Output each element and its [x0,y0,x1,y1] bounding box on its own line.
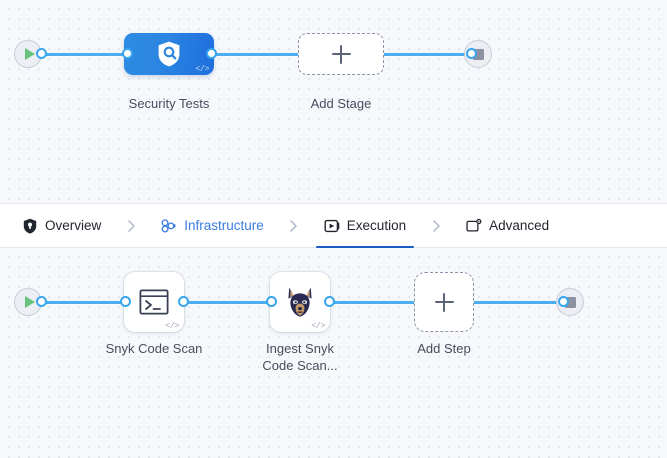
stage-node-security-tests[interactable]: </> [124,33,214,75]
wire-add-to-end [474,301,562,304]
stage-code-badge: </> [195,63,209,74]
step1-label: Snyk Code Scan [105,341,203,356]
chevron-right-icon [290,219,298,232]
tab-infrastructure-label: Infrastructure [184,217,264,233]
add-step-label: Add Step [417,341,471,356]
wire-step2-to-add [328,301,416,304]
wire-add-to-end [384,53,470,56]
plus-icon [331,44,351,64]
step1-code-badge: </> [165,320,179,331]
step2-label: Ingest Snyk Code Scan... [220,340,380,374]
play-box-icon [324,218,340,234]
tab-advanced-label: Advanced [489,217,550,233]
settings-box-icon [466,218,482,234]
step-node-ingest-snyk-code-scan[interactable]: </> [270,272,330,332]
start-output-port[interactable] [36,48,47,59]
plus-icon [434,292,454,312]
wire-start-to-step1 [38,301,132,304]
execution-start-output-port[interactable] [36,296,47,307]
step-node-snyk-code-scan[interactable]: </> [124,272,184,332]
stages-canvas[interactable]: </> Security Tests Add Stage [0,0,667,204]
stop-icon [472,48,484,60]
tab-overview-label: Overview [45,217,102,233]
stage-label-security-tests: Security Tests [128,96,210,111]
play-icon [24,48,35,60]
tab-execution-label: Execution [346,217,407,233]
shield-icon [22,218,38,234]
tab-infrastructure[interactable]: Infrastructure [149,204,276,247]
stop-icon [564,296,576,308]
snyk-dog-icon [288,287,312,317]
step-row: </> Snyk Code Scan [0,248,667,458]
stage-row: </> Security Tests Add Stage [0,0,667,203]
wire-start-to-stage [38,53,128,56]
terminal-icon [139,289,169,315]
pipeline-tabbar: Overview Infrastructure [0,204,667,248]
chevron-right-icon [432,219,440,232]
step1-output-port[interactable] [178,296,189,307]
step2-output-port[interactable] [324,296,335,307]
end-input-port[interactable] [466,48,477,59]
step2-label-line2: Code Scan... [262,358,338,373]
shield-search-icon [158,41,180,67]
tab-advanced[interactable]: Advanced [454,204,561,247]
play-icon [24,296,35,308]
stage-output-port[interactable] [206,48,217,59]
execution-end-input-port[interactable] [558,296,569,307]
step2-input-port[interactable] [266,296,277,307]
tab-separator-3 [418,204,454,247]
tab-separator-2 [276,204,312,247]
pipeline-end-node[interactable] [464,40,492,68]
wire-step1-to-step2 [182,301,278,304]
step2-code-badge: </> [311,320,325,331]
tab-execution[interactable]: Execution [312,204,418,248]
add-step-button[interactable] [414,272,474,332]
tab-separator-1 [113,204,149,247]
tab-overview[interactable]: Overview [10,204,113,247]
cluster-nodes-icon [161,218,177,234]
add-stage-label: Add Stage [310,96,372,111]
steps-canvas[interactable]: </> Snyk Code Scan [0,248,667,458]
chevron-right-icon [127,219,135,232]
step1-input-port[interactable] [120,296,131,307]
add-stage-button[interactable] [298,33,384,75]
wire-stage-to-add [212,53,304,56]
stage-input-port[interactable] [122,48,133,59]
step2-label-line1: Ingest Snyk [266,341,334,356]
